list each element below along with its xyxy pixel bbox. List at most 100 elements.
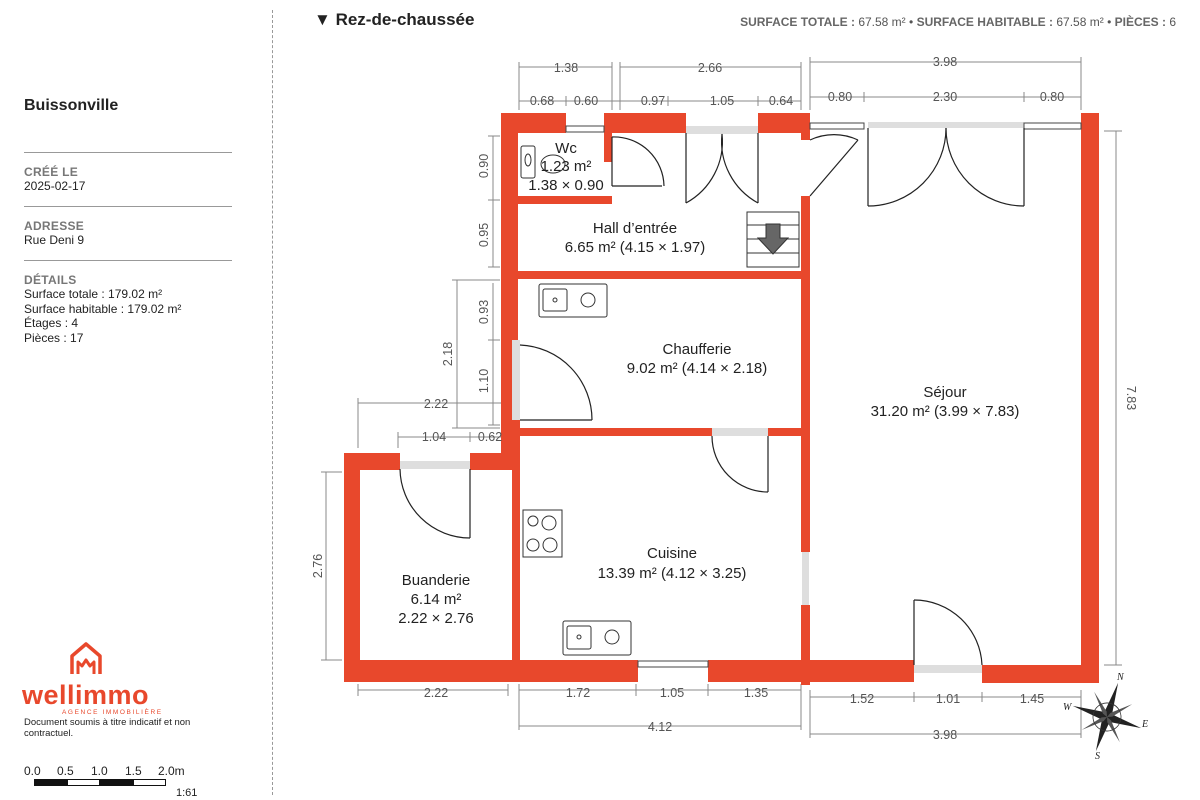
fixtures — [520, 145, 800, 656]
dim-label: 2.18 — [441, 342, 455, 366]
dim-label: 1.05 — [660, 686, 684, 700]
scale-tick: 1.5 — [125, 764, 142, 778]
dim-label: 1.10 — [477, 369, 491, 393]
address-value: Rue Deni 9 — [24, 233, 85, 247]
detail-floors: Étages : 4 — [24, 316, 79, 330]
scale-tick: 2.0m — [158, 764, 185, 778]
dim-label: 0.90 — [477, 154, 491, 178]
created-label: CRÉÉ LE — [24, 165, 79, 179]
dim-label: 1.01 — [936, 692, 960, 706]
dim-label: 4.12 — [648, 720, 672, 734]
scale-ticks: 0.0 0.5 1.0 1.5 2.0m — [24, 764, 204, 778]
room-area-buanderie: 6.14 m² — [411, 591, 462, 608]
dim-label: 2.76 — [311, 554, 325, 578]
dim-label: 0.95 — [477, 223, 491, 247]
dim-label: 1.45 — [1020, 692, 1044, 706]
dim-label: 7.83 — [1124, 386, 1138, 410]
toilet-icon — [520, 145, 566, 179]
wall-segment — [470, 453, 518, 470]
separator: • — [1107, 15, 1112, 29]
created-block: CRÉÉ LE 2025-02-17 — [24, 152, 232, 194]
room-name-chaufferie: Chaufferie — [663, 341, 732, 358]
floor-selector[interactable]: ▼ Rez-de-chaussée — [314, 10, 474, 30]
dim-label: 1.35 — [744, 686, 768, 700]
stairs-icon — [746, 211, 800, 268]
brand-tagline: AGENCE IMMOBILIÈRE — [62, 709, 163, 716]
surface-total-label: SURFACE TOTALE : — [740, 15, 855, 29]
dim-label: 2.66 — [698, 61, 722, 75]
dim-label: 1.52 — [850, 692, 874, 706]
dim-label: 2.22 — [424, 686, 448, 700]
scale-tick: 1.0 — [91, 764, 108, 778]
wall-segment — [801, 605, 810, 685]
room-area-hall: 6.65 m² (4.15 × 1.97) — [565, 239, 706, 256]
room-area-sejour: 31.20 m² (3.99 × 7.83) — [871, 403, 1020, 420]
room-dims-wc: 1.38 × 0.90 — [528, 177, 603, 194]
wall-segment — [1081, 113, 1099, 683]
dim-label: 0.80 — [1040, 90, 1064, 104]
dim-label: 0.93 — [477, 300, 491, 324]
collapse-triangle-icon: ▼ — [314, 10, 331, 29]
surface-total-value: 67.58 m² — [858, 15, 906, 29]
kitchen-sink-icon — [562, 620, 632, 656]
wall-segment — [758, 113, 810, 133]
disclaimer: Document soumis à titre indicatif et non… — [24, 717, 191, 739]
address-label: ADRESSE — [24, 219, 85, 233]
walls — [344, 113, 1099, 685]
dim-label: 0.60 — [574, 94, 598, 108]
dim-label: 0.68 — [530, 94, 554, 108]
rooms-count-label: PIÈCES : — [1114, 15, 1166, 29]
compass-rose-icon — [1072, 682, 1142, 752]
room-name-buanderie: Buanderie — [402, 572, 470, 589]
sink-icon — [538, 283, 608, 318]
compass-w: W — [1063, 702, 1073, 713]
dim-label: 0.97 — [641, 94, 665, 108]
house-logo-icon — [70, 642, 102, 674]
details-label: DÉTAILS — [24, 273, 77, 287]
scale-bar: 0.0 0.5 1.0 1.5 2.0m 1:61 — [24, 764, 204, 799]
wall-segment — [604, 113, 686, 133]
room-area-cuisine: 13.39 m² (4.12 × 3.25) — [598, 565, 747, 582]
wall-segment — [801, 196, 810, 552]
created-value: 2025-02-17 — [24, 179, 86, 193]
floor-name: Rez-de-chaussée — [335, 10, 475, 29]
dim-label: 0.80 — [828, 90, 852, 104]
wall-segment — [801, 128, 810, 140]
address-block: ADRESSE Rue Deni 9 — [24, 206, 232, 248]
windows — [565, 122, 1082, 668]
room-name-sejour: Séjour — [923, 384, 966, 401]
separator: • — [909, 15, 914, 29]
dim-label: 0.64 — [769, 94, 793, 108]
room-name-cuisine: Cuisine — [647, 545, 697, 562]
dim-label: 1.38 — [554, 61, 578, 75]
city-name: Buissonville — [24, 97, 119, 114]
surface-hab-label: SURFACE HABITABLE : — [916, 15, 1054, 29]
dim-label: 3.98 — [933, 728, 957, 742]
dimension-lines — [321, 57, 1122, 738]
dim-label: 1.72 — [566, 686, 590, 700]
room-labels: Wc 1.23 m² 1.38 × 0.90 Hall d’entrée 6.6… — [398, 140, 1019, 627]
dim-label: 3.98 — [933, 55, 957, 69]
rooms-count-value: 6 — [1169, 15, 1176, 29]
doors — [399, 127, 1025, 666]
dim-label: 2.22 — [424, 397, 448, 411]
wall-segment — [604, 128, 612, 162]
detail-rooms: Pièces : 17 — [24, 330, 84, 345]
door-sejour-top — [809, 139, 859, 197]
room-floors — [352, 122, 1086, 662]
scale-tick: 0.5 — [57, 764, 74, 778]
surface-hab-value: 67.58 m² — [1056, 15, 1104, 29]
compass-s: S — [1095, 751, 1100, 762]
brand-logo: wellimmo AGENCE IMMOBILIÈRE — [22, 640, 202, 716]
cooktop-icon — [522, 509, 563, 558]
scale-ratio: 1:61 — [176, 787, 198, 799]
wall-segment — [512, 196, 612, 204]
wall-segment — [708, 660, 914, 682]
detail-total-surface: Surface totale : 179.02 m² — [24, 287, 163, 301]
brand-name: wellimmo — [22, 680, 150, 710]
room-dims-buanderie: 2.22 × 2.76 — [398, 610, 473, 627]
openings — [400, 122, 1024, 673]
wall-segment — [512, 420, 520, 682]
scale-segments — [34, 779, 204, 786]
